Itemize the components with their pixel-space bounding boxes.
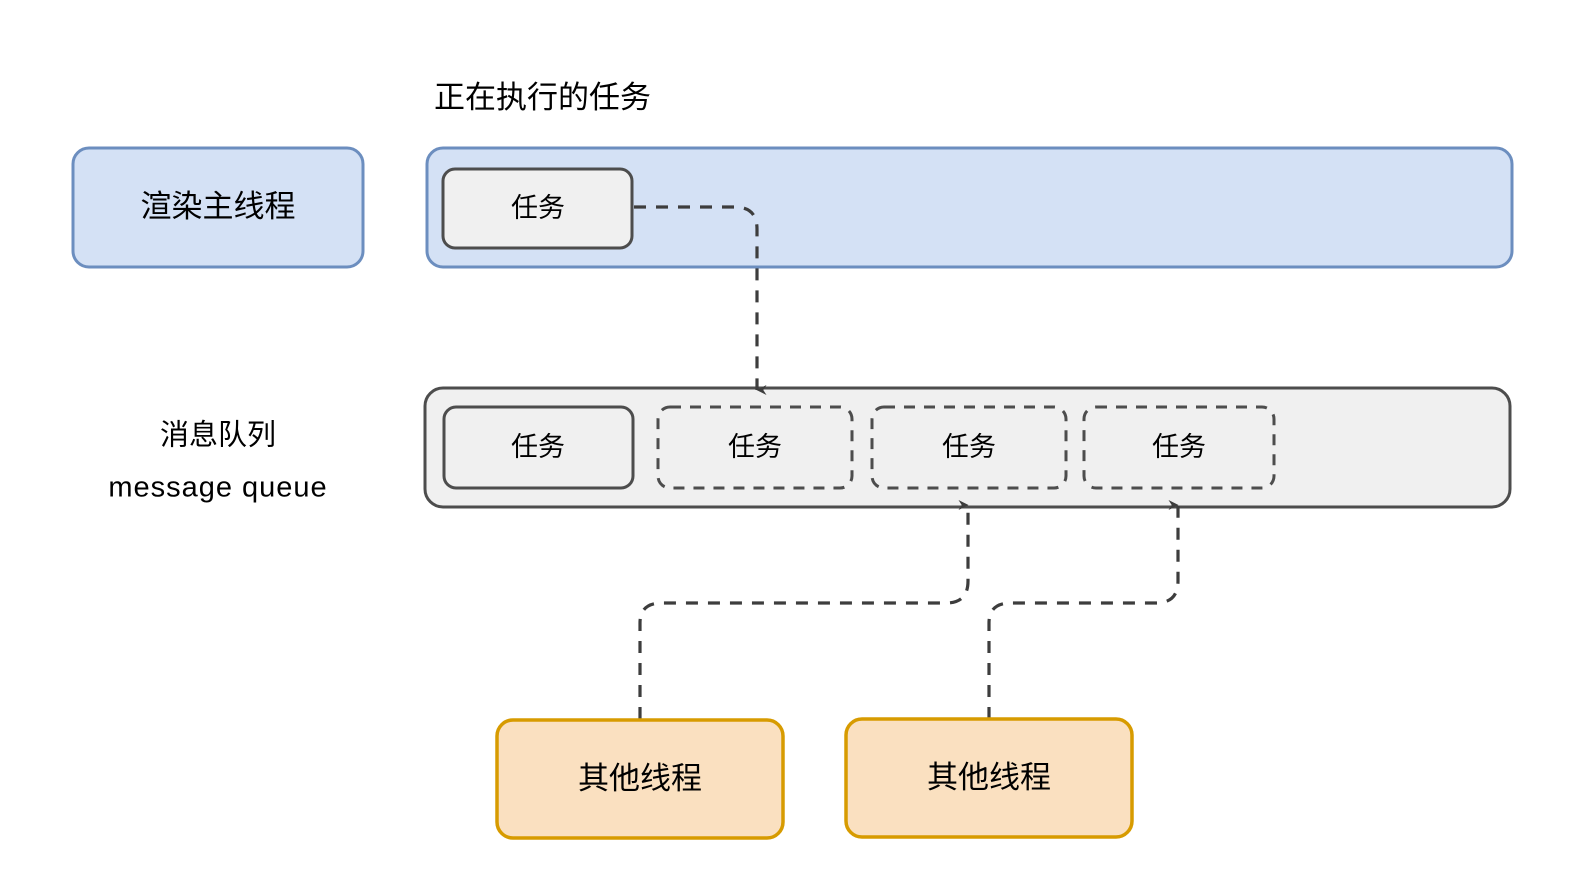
other-thread-2[interactable]: 其他线程	[844, 717, 1134, 839]
message-queue-label-group: 消息队列 message queue	[108, 419, 327, 504]
queue-task-3[interactable]: 任务	[870, 405, 1068, 490]
other-thread-2-label: 其他线程	[927, 760, 1051, 795]
connector-main-task-to-queue	[634, 205, 767, 395]
queue-task-1-box	[442, 405, 635, 490]
render-main-thread-label: 渲染主线程	[141, 189, 296, 224]
message-queue-lane: 任务 任务 任务 任务	[423, 386, 1512, 509]
other-thread-1-label: 其他线程	[578, 761, 702, 796]
other-thread-1-box	[495, 718, 785, 840]
main-thread-task-label: 任务	[511, 193, 565, 223]
running-task-title: 正在执行的任务	[434, 80, 651, 115]
other-thread-1[interactable]: 其他线程	[495, 718, 785, 840]
main-thread-lane: 任务	[425, 146, 1514, 269]
queue-task-4-label: 任务	[1152, 432, 1206, 462]
message-queue-label-cn: 消息队列	[160, 419, 276, 452]
queue-task-4[interactable]: 任务	[1082, 405, 1276, 490]
other-thread-2-box	[844, 717, 1134, 839]
queue-task-1-label: 任务	[511, 432, 565, 462]
queue-task-2-label: 任务	[728, 432, 782, 462]
queue-task-2-box	[656, 405, 854, 490]
main-thread-lane-box	[425, 146, 1514, 269]
main-thread-task[interactable]: 任务	[441, 167, 634, 250]
queue-task-2[interactable]: 任务	[656, 405, 854, 490]
message-queue-label-en: message queue	[108, 472, 327, 504]
main-thread-task-box	[441, 167, 634, 250]
queue-task-4-box	[1082, 405, 1276, 490]
connector-thread1-to-queue	[638, 500, 970, 719]
queue-task-3-label: 任务	[942, 432, 996, 462]
queue-task-1[interactable]: 任务	[442, 405, 635, 490]
render-main-thread-box	[71, 146, 365, 269]
queue-task-3-box	[870, 405, 1068, 490]
connector-thread2-to-queue	[987, 500, 1180, 719]
render-main-thread-node[interactable]: 渲染主线程	[71, 146, 365, 269]
